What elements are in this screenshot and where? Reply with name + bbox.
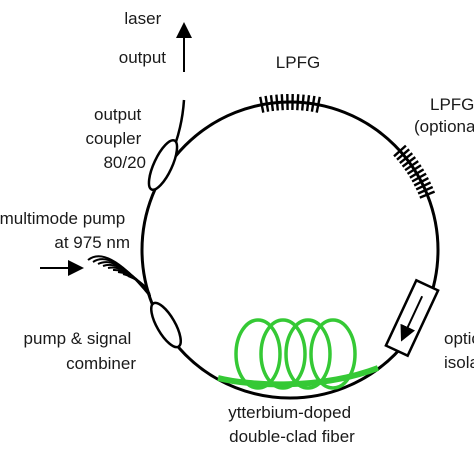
grating-tick — [269, 95, 275, 112]
lpfg-top-grating — [259, 93, 321, 113]
grating-tick — [419, 190, 436, 199]
grating-tick — [404, 160, 419, 172]
pump-fiber — [127, 275, 151, 297]
grating-tick — [396, 148, 410, 161]
grating-tick — [315, 96, 321, 113]
lpfg-right-grating — [393, 144, 436, 199]
isolator-label: optical isolator — [444, 329, 474, 372]
grating-tick — [409, 168, 425, 179]
grating-tick — [401, 156, 417, 168]
grating-tick — [296, 94, 300, 111]
laser-output-label: laser output — [119, 9, 167, 67]
grating-tick — [415, 181, 432, 191]
fiber-label: ytterbium-doped double-clad fiber — [228, 403, 356, 446]
output-coupler-icon — [147, 138, 179, 192]
pump-label: multimode pump at 975 nm — [0, 209, 130, 252]
fiber-ring — [140, 100, 440, 400]
ytterbium-fiber-coil — [217, 318, 380, 390]
grating-tick — [411, 172, 427, 183]
lpfg-right-label: LPFG (optional) — [414, 95, 474, 136]
grating-tick — [393, 144, 407, 158]
pump-fiber — [87, 255, 151, 297]
grating-tick — [413, 177, 429, 187]
grating-tick — [280, 94, 284, 111]
optical-isolator-icon — [384, 278, 440, 358]
grating-tick — [275, 94, 279, 111]
pump-fan-fibers — [87, 255, 151, 297]
grating-tick — [417, 185, 434, 195]
grating-tick — [301, 94, 305, 111]
grating-tick — [310, 95, 316, 112]
lpfg-top-label: LPFG — [276, 53, 320, 72]
grating-tick — [406, 164, 422, 175]
pump-signal-combiner-icon — [150, 301, 182, 349]
output-coupler-label: output coupler 80/20 — [86, 105, 147, 172]
combiner-label: pump & signal combiner — [24, 329, 137, 373]
grating-tick — [305, 95, 311, 112]
grating-tick — [399, 152, 414, 165]
grating-tick — [259, 96, 265, 113]
grating-tick — [264, 95, 270, 112]
